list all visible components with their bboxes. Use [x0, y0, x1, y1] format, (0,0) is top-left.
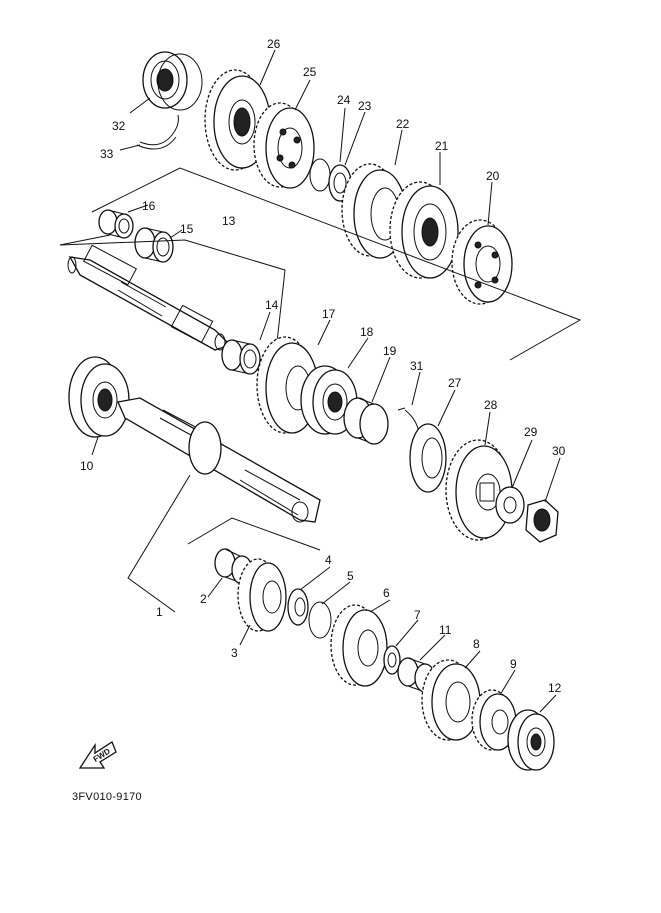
part-21-gear [389, 181, 459, 279]
part-19-collar [343, 397, 389, 445]
label-23: 23 [358, 99, 372, 113]
part-8-gear [421, 659, 481, 741]
part-29-lock-washer [495, 486, 525, 524]
label-13: 13 [222, 214, 236, 228]
part-24-circlip [309, 158, 331, 192]
label-28: 28 [484, 398, 498, 412]
label-26: 26 [267, 37, 281, 51]
part-11-collar [397, 657, 436, 693]
part-14-bearing [221, 339, 261, 375]
part-1-drive-axle [117, 397, 321, 523]
part-12-bearing [507, 709, 555, 771]
label-17: 17 [322, 307, 336, 321]
label-27: 27 [448, 376, 462, 390]
label-29: 29 [524, 425, 538, 439]
leader-lines [91, 49, 561, 713]
label-25: 25 [303, 65, 317, 79]
label-4: 4 [325, 553, 332, 567]
part-3-gear [237, 558, 287, 632]
label-3: 3 [231, 646, 238, 660]
label-12: 12 [548, 681, 562, 695]
label-30: 30 [552, 444, 566, 458]
part-10-bearing [68, 356, 130, 438]
label-24: 24 [337, 93, 351, 107]
label-7: 7 [414, 608, 421, 622]
part-6-gear [330, 604, 388, 687]
drawing-code: 3FV010-9170 [72, 791, 142, 803]
part-9-gear [471, 689, 517, 751]
part-4-washer [287, 588, 309, 626]
label-15: 15 [180, 222, 194, 236]
part-13-main-axle [67, 244, 232, 351]
label-5: 5 [347, 569, 354, 583]
forward-arrow-icon: FWD [78, 741, 117, 769]
label-20: 20 [486, 169, 500, 183]
group-bracket-upper [59, 167, 582, 361]
label-22: 22 [396, 117, 410, 131]
label-18: 18 [360, 325, 374, 339]
part-5-circlip [308, 601, 332, 639]
label-14: 14 [265, 298, 279, 312]
part-33-circlip [136, 114, 179, 150]
group-bracket-13 [59, 239, 286, 361]
part-labels: 1 2 3 4 5 6 7 8 9 10 11 12 13 14 15 16 1… [80, 37, 566, 695]
part-32-bearing [142, 51, 203, 111]
group-bracket-lower [127, 474, 321, 613]
label-8: 8 [473, 637, 480, 651]
label-31: 31 [410, 359, 424, 373]
label-32: 32 [112, 119, 126, 133]
part-25-gear [253, 102, 315, 189]
label-21: 21 [435, 139, 449, 153]
label-11: 11 [439, 623, 452, 637]
label-2: 2 [200, 592, 207, 606]
label-33: 33 [100, 147, 114, 161]
label-19: 19 [383, 344, 397, 358]
part-30-nut [525, 499, 559, 543]
part-16-collar [98, 209, 134, 239]
label-9: 9 [510, 657, 517, 671]
part-20-gear [451, 219, 513, 305]
part-15-bearing [134, 227, 174, 263]
part-27-washer [409, 423, 447, 493]
label-1: 1 [156, 605, 163, 619]
label-16: 16 [142, 199, 156, 213]
label-6: 6 [383, 586, 390, 600]
label-10: 10 [80, 459, 94, 473]
part-28-sprocket [445, 439, 513, 541]
part-7-washer [383, 645, 401, 675]
